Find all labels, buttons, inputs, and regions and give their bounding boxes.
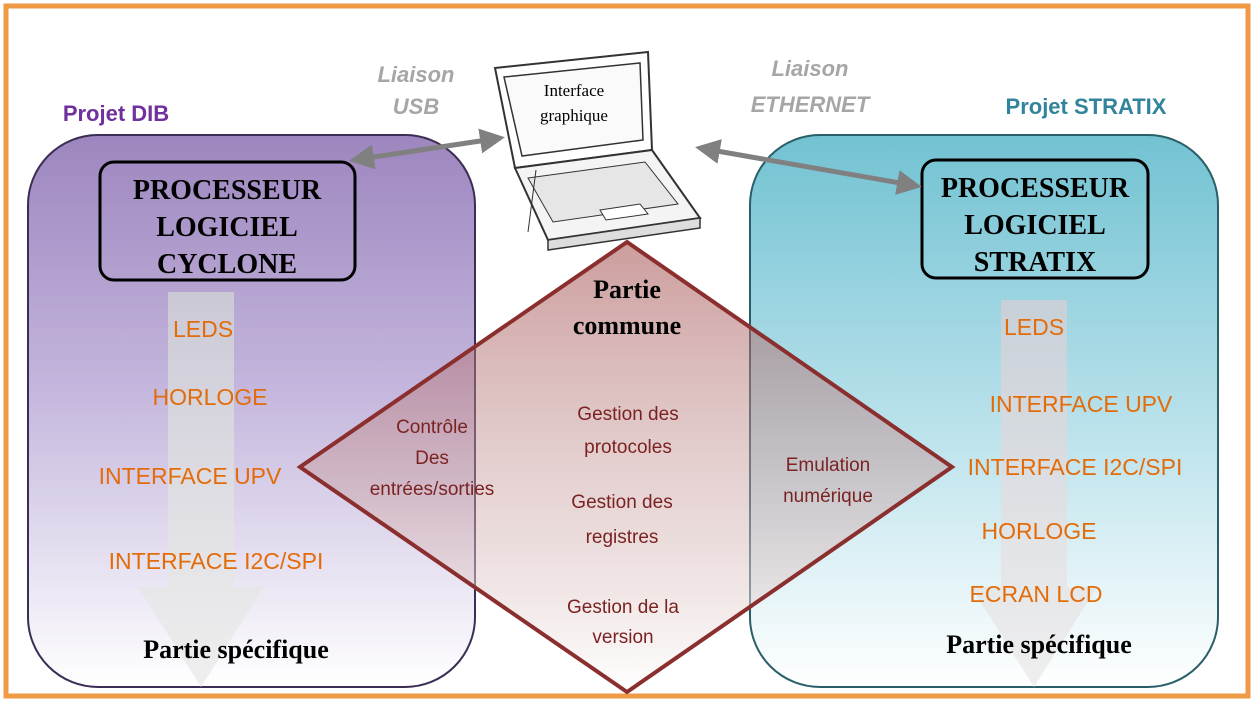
common-center-3-line-1: Gestion de la xyxy=(567,597,679,618)
right-item-interface-upv: INTERFACE UPV xyxy=(990,391,1173,417)
common-center-1-line-1: Gestion des xyxy=(577,404,678,425)
laptop-screen-line-2: graphique xyxy=(540,106,608,125)
ethernet-link-label: Liaison ETHERNET xyxy=(751,56,871,117)
left-down-arrow xyxy=(138,292,264,687)
left-item-horloge: HORLOGE xyxy=(152,384,267,410)
right-item-horloge: HORLOGE xyxy=(981,518,1096,544)
common-right-line-2: numérique xyxy=(783,486,873,507)
outer-frame xyxy=(3,3,1251,699)
ethernet-link-line-2: ETHERNET xyxy=(751,92,871,117)
common-right-line-1: Emulation xyxy=(786,455,871,476)
common-left-line-3: entrées/sorties xyxy=(370,479,495,500)
common-center-text: Gestion des protocoles Gestion des regis… xyxy=(567,404,679,648)
right-project-title: Projet STRATIX xyxy=(1006,94,1167,119)
right-processor-line-2: LOGICIEL xyxy=(964,210,1106,241)
left-project-title: Projet DIB xyxy=(63,101,169,126)
right-item-leds: LEDS xyxy=(1004,314,1064,340)
right-processor-box xyxy=(920,158,1150,280)
usb-link-line-2: USB xyxy=(393,94,440,119)
left-footer: Partie spécifique xyxy=(143,635,329,664)
common-left-line-1: Contrôle xyxy=(396,417,468,438)
common-title: Partie commune xyxy=(573,275,681,340)
left-processor-line-3: CYCLONE xyxy=(157,249,297,280)
right-items: LEDS INTERFACE UPV INTERFACE I2C/SPI HOR… xyxy=(968,314,1183,607)
right-item-ecran-lcd: ECRAN LCD xyxy=(970,581,1103,607)
right-footer: Partie spécifique xyxy=(946,630,1132,659)
common-title-line-1: Partie xyxy=(593,275,661,304)
common-part-diamond xyxy=(296,239,956,695)
right-down-arrow xyxy=(971,300,1097,687)
common-center-3-line-2: version xyxy=(592,627,653,648)
ethernet-link-arrow xyxy=(695,139,922,195)
common-center-1-line-2: protocoles xyxy=(584,437,672,458)
common-center-2-line-2: registres xyxy=(586,527,659,548)
common-left-text: Contrôle Des entrées/sorties xyxy=(370,417,495,500)
usb-link-arrow xyxy=(349,128,505,170)
usb-link-label: Liaison USB xyxy=(377,62,454,119)
common-title-line-2: commune xyxy=(573,311,681,340)
common-center-2-line-1: Gestion des xyxy=(571,492,672,513)
left-processor-box xyxy=(98,160,357,282)
right-processor-line-1: PROCESSEUR xyxy=(941,173,1130,204)
left-processor-label: PROCESSEUR LOGICIEL CYCLONE xyxy=(133,175,322,280)
left-processor-line-1: PROCESSEUR xyxy=(133,175,322,206)
common-left-line-2: Des xyxy=(415,448,449,469)
left-processor-line-2: LOGICIEL xyxy=(156,212,298,243)
left-item-interface-upv: INTERFACE UPV xyxy=(99,463,282,489)
usb-link-line-1: Liaison xyxy=(377,62,454,87)
right-processor-label: PROCESSEUR LOGICIEL STRATIX xyxy=(941,173,1130,278)
laptop-icon xyxy=(493,50,702,251)
ethernet-link-line-1: Liaison xyxy=(771,56,848,81)
left-item-leds: LEDS xyxy=(173,316,233,342)
right-processor-line-3: STRATIX xyxy=(974,247,1096,278)
laptop-screen-label: Interface graphique xyxy=(540,81,608,125)
left-items: LEDS HORLOGE INTERFACE UPV INTERFACE I2C… xyxy=(99,316,324,574)
right-item-interface-i2c-spi: INTERFACE I2C/SPI xyxy=(968,454,1183,480)
left-item-interface-i2c-spi: INTERFACE I2C/SPI xyxy=(109,548,324,574)
common-right-text: Emulation numérique xyxy=(783,455,873,507)
laptop-screen-line-1: Interface xyxy=(544,81,604,100)
